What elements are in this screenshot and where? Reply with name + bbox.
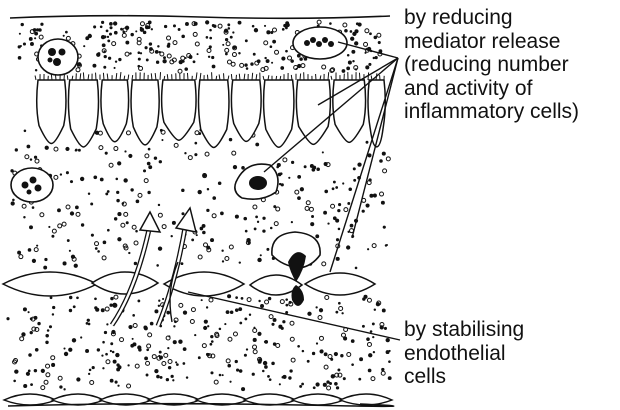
top-surface-line [10,16,390,19]
inflammatory-cell-top-right [293,27,347,59]
inflammatory-cell-left [11,168,53,202]
inflammatory-cell-middle [235,164,278,199]
inflammatory-cell-top-left [38,39,78,75]
endothelial-stabilising-label: by stabilising endothelial cells [404,318,524,389]
mediator-release-label: by reducing mediator release (reducing n… [404,6,579,124]
epithelial-cilia [35,72,384,80]
bottom-surface-line [8,404,394,407]
